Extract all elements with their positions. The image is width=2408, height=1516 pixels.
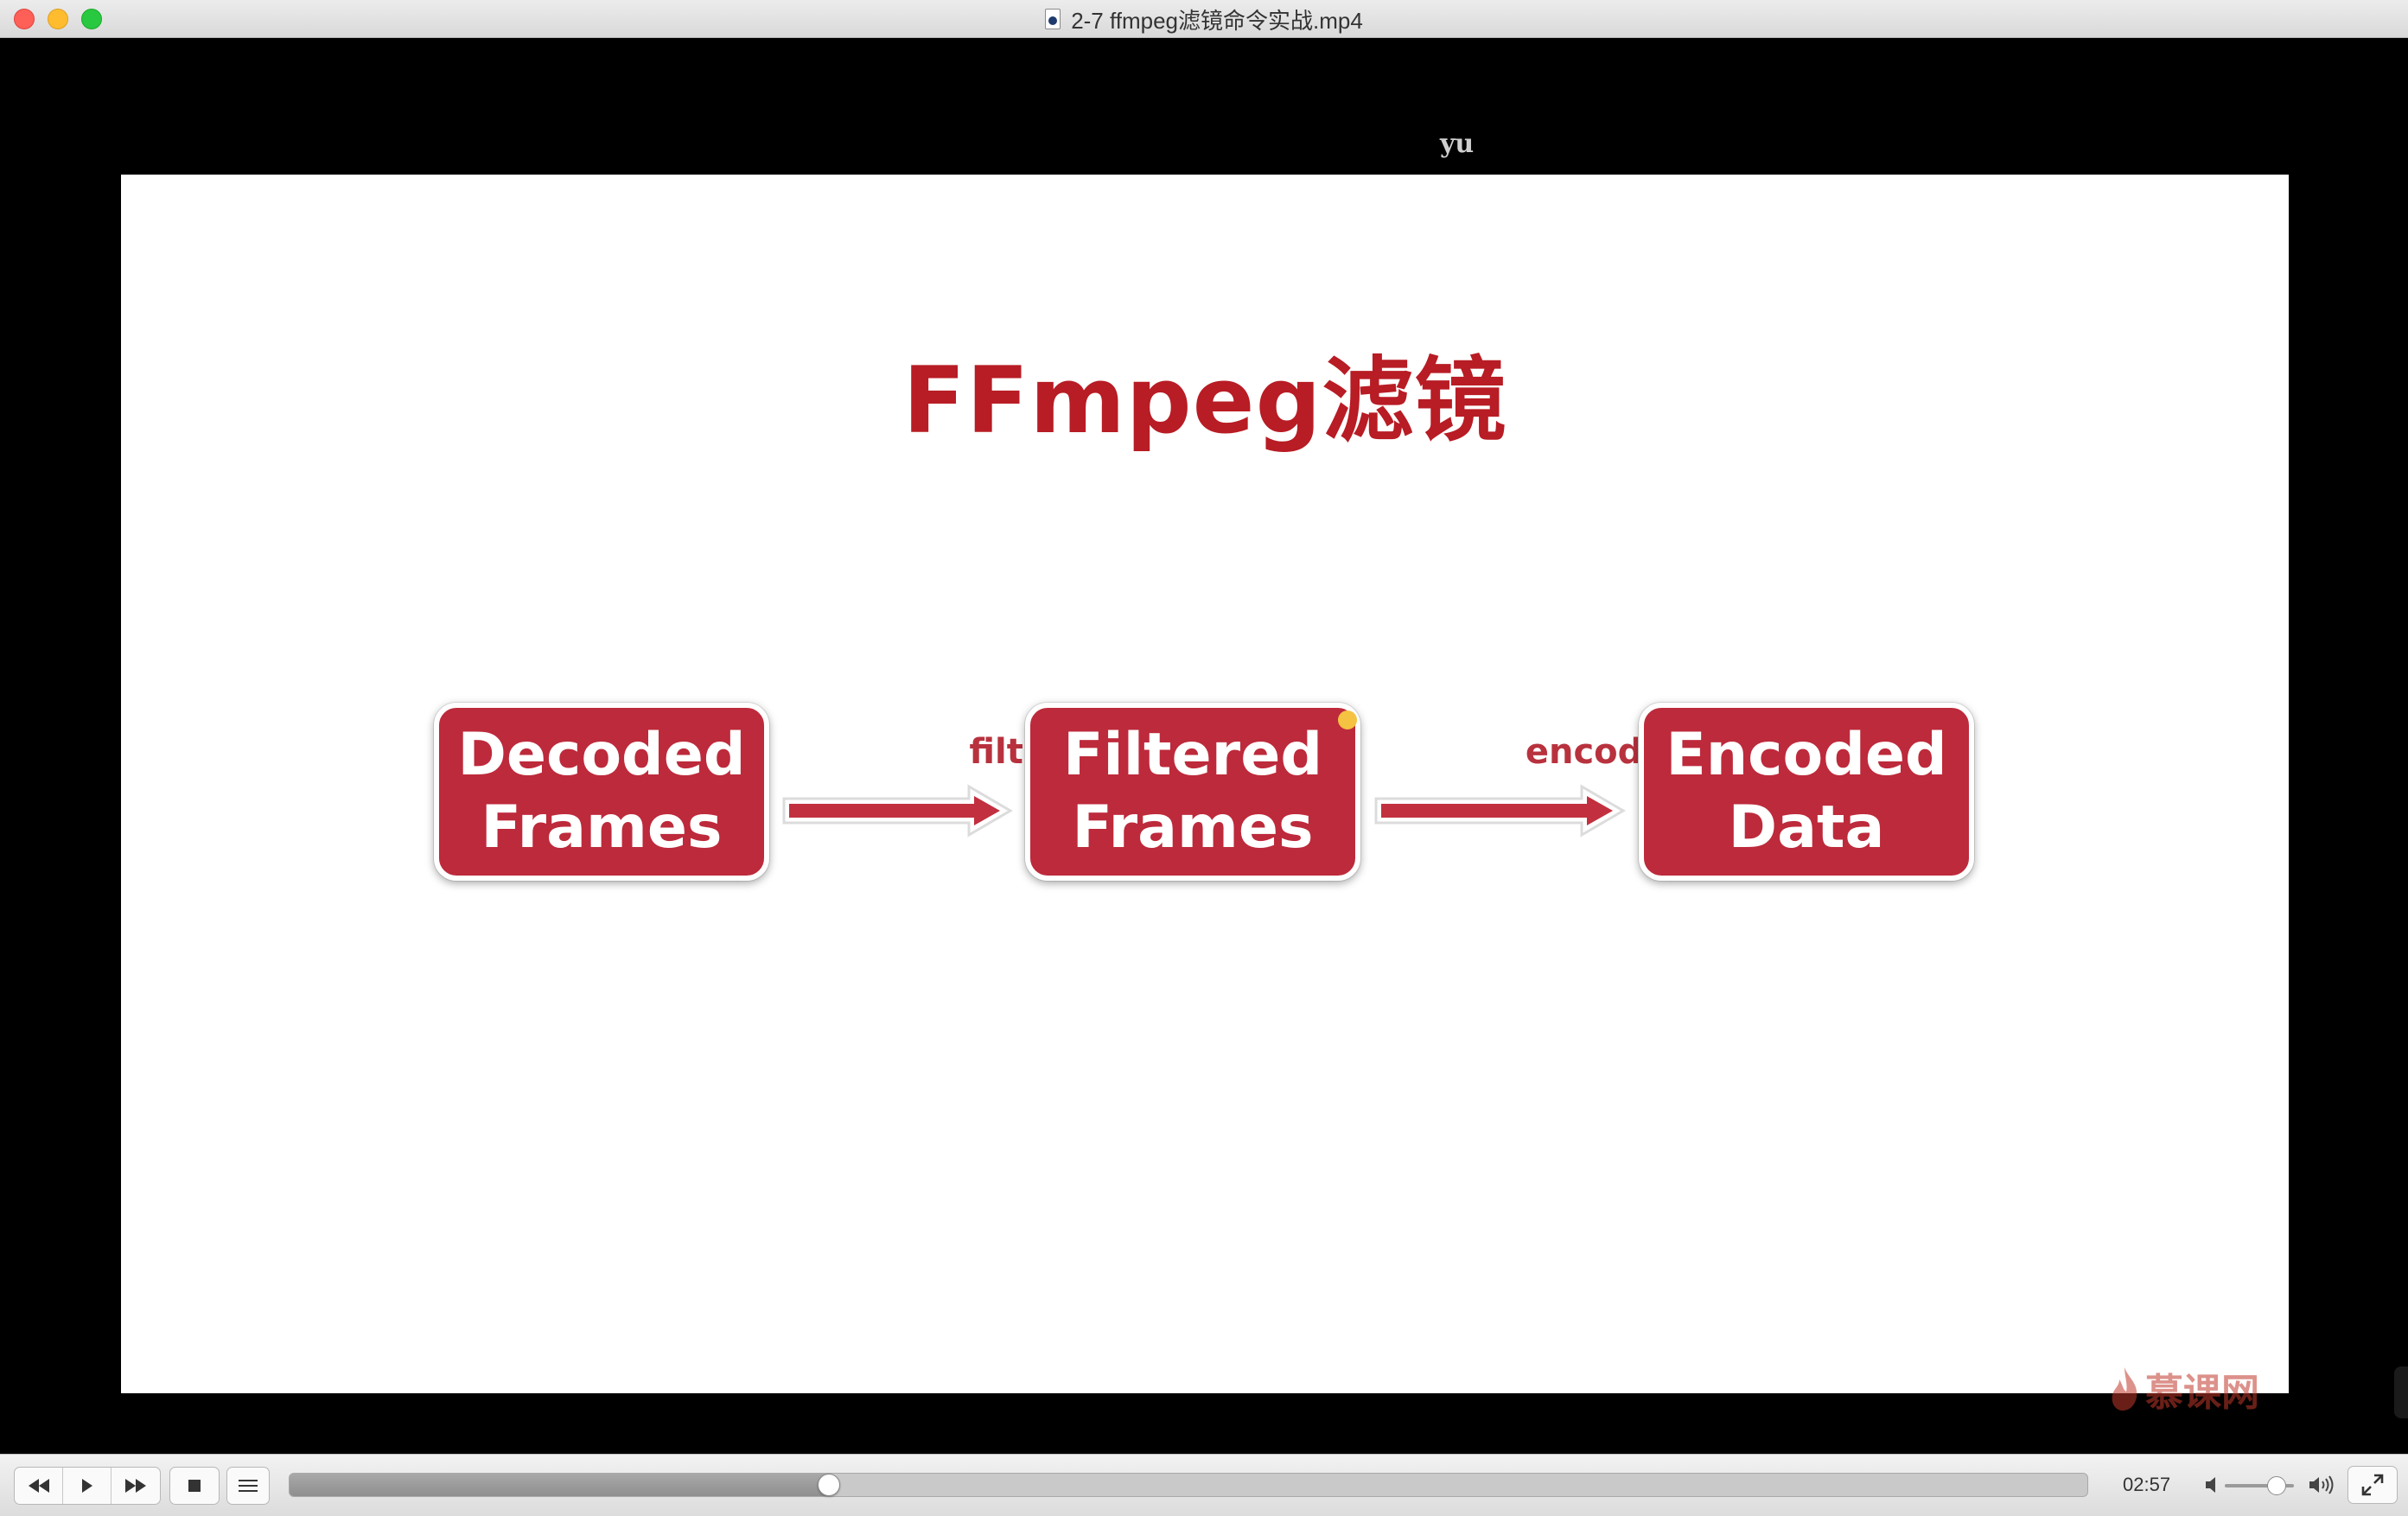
- seek-bar-fill: [290, 1474, 829, 1496]
- fullscreen-icon: [2361, 1474, 2384, 1496]
- box-line: Encoded: [1666, 721, 1947, 789]
- play-button[interactable]: [63, 1468, 111, 1504]
- rewind-icon: [28, 1479, 49, 1493]
- playlist-icon: [239, 1480, 258, 1492]
- time-label: 02:57: [2123, 1474, 2171, 1495]
- rewind-button[interactable]: [15, 1468, 63, 1504]
- volume-high-icon[interactable]: [2308, 1475, 2335, 1495]
- slide-title: FFmpeg滤镜: [902, 347, 1507, 454]
- arrow-right-icon: [1374, 784, 1626, 838]
- stop-icon: [188, 1480, 201, 1492]
- seek-bar[interactable]: [289, 1473, 2088, 1497]
- pointer-highlight-dot: [1338, 710, 1357, 729]
- playlist-group: [226, 1467, 270, 1505]
- encoded-data-box: Encoded Data: [1639, 703, 1974, 881]
- seek-bar-knob[interactable]: [817, 1474, 840, 1496]
- fullscreen-button[interactable]: [2347, 1466, 2398, 1504]
- transport-group: [14, 1467, 161, 1505]
- arrow-right-icon: [782, 784, 1013, 838]
- title-bar: 2-7 ffmpeg滤镜命令实战.mp4: [0, 0, 2408, 38]
- volume-low-icon[interactable]: [2204, 1475, 2221, 1495]
- play-icon: [81, 1479, 92, 1493]
- stop-button[interactable]: [170, 1468, 219, 1504]
- close-window-button[interactable]: [14, 9, 35, 29]
- fast-forward-icon: [125, 1479, 146, 1493]
- box-line: Frames: [1072, 793, 1314, 862]
- window-title: 2-7 ffmpeg滤镜命令实战.mp4: [1071, 7, 1363, 34]
- minimize-window-button[interactable]: [48, 9, 68, 29]
- volume-slider-knob[interactable]: [2267, 1476, 2286, 1495]
- document-icon: [1045, 9, 1061, 29]
- playlist-button[interactable]: [227, 1468, 269, 1504]
- video-overlay-text: yu: [1440, 129, 1475, 159]
- slide: FFmpeg滤镜 Decoded Frames filter Filtered …: [121, 175, 2289, 1393]
- title-wrap: 2-7 ffmpeg滤镜命令实战.mp4: [0, 0, 2408, 38]
- decoded-frames-box: Decoded Frames: [434, 703, 769, 881]
- watermark-text: 慕课网: [2145, 1371, 2259, 1415]
- volume-slider[interactable]: [2225, 1484, 2294, 1487]
- box-line: Filtered: [1062, 721, 1323, 789]
- box-line: Decoded: [457, 721, 746, 789]
- stop-group: [169, 1467, 220, 1505]
- zoom-window-button[interactable]: [81, 9, 102, 29]
- video-area[interactable]: yu FFmpeg滤镜 Decoded Frames filter Filter…: [0, 39, 2408, 1453]
- watermark: 慕课网: [2109, 1361, 2259, 1417]
- box-line: Data: [1728, 793, 1885, 862]
- box-line: Frames: [481, 793, 723, 862]
- flame-icon: [2112, 1367, 2137, 1411]
- fast-forward-button[interactable]: [111, 1468, 160, 1504]
- side-panel-tab[interactable]: [2394, 1366, 2408, 1418]
- filtered-frames-box: Filtered Frames: [1025, 703, 1360, 881]
